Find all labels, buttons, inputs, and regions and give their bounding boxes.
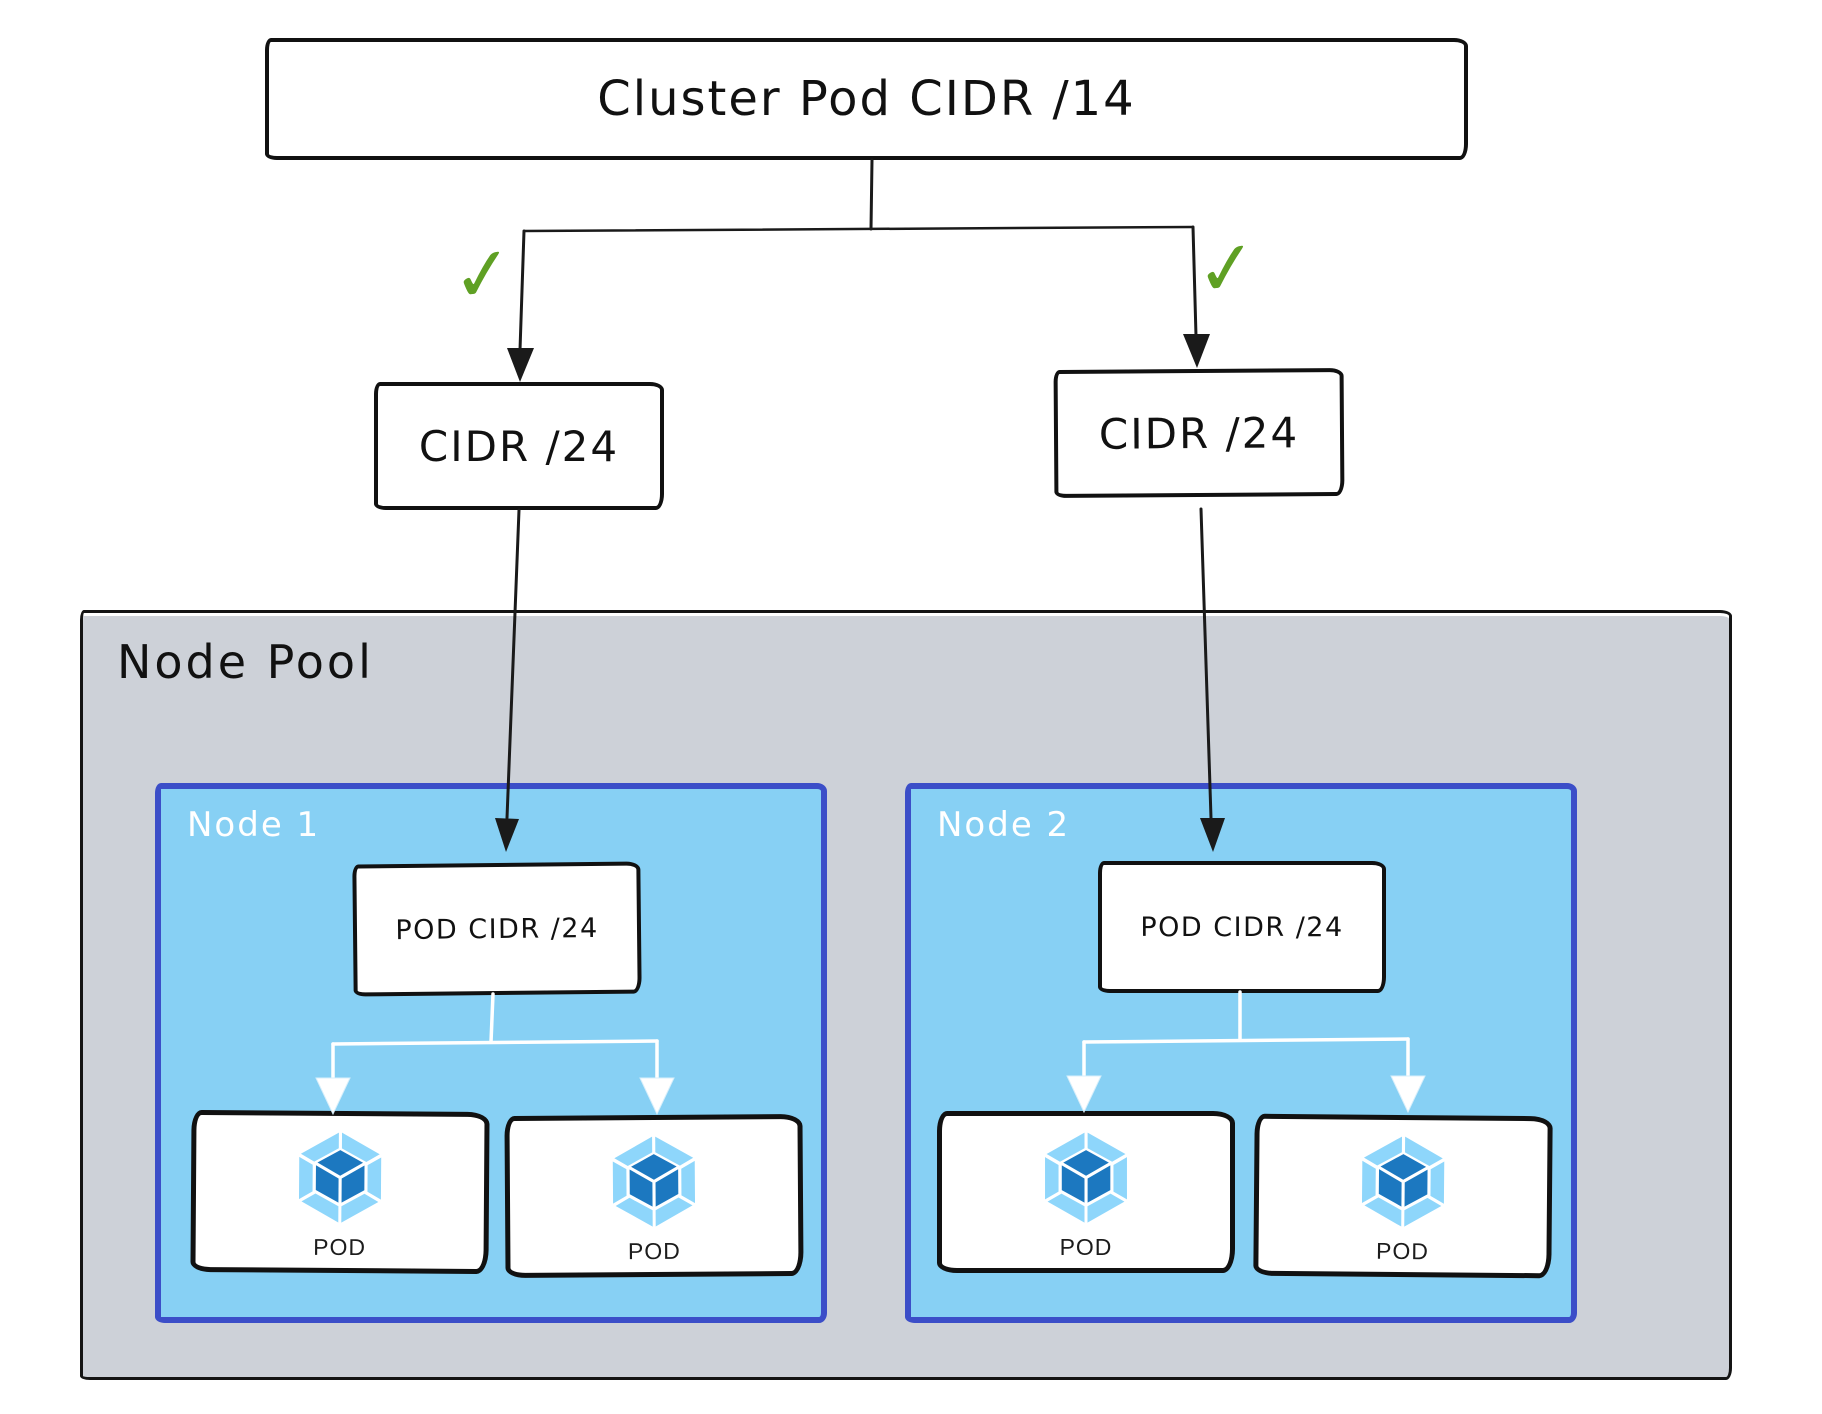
pod-label: POD <box>627 1237 681 1265</box>
node-2-label: Node 2 <box>937 805 1071 845</box>
node-pool-label: Node Pool <box>117 635 374 689</box>
pod-label: POD <box>1375 1237 1430 1265</box>
node-1-pod-2-box: POD <box>504 1113 804 1279</box>
checkmark-right-icon: ✓ <box>1191 222 1263 316</box>
node-1-container: Node 1 POD CIDR /24 POD POD <box>155 783 827 1323</box>
node-1-label: Node 1 <box>187 805 321 845</box>
node-1-pod-1-box: POD <box>190 1109 490 1275</box>
pod-label: POD <box>1059 1234 1113 1260</box>
cidr-24-left-box: CIDR /24 <box>374 382 664 510</box>
cidr-24-left-label: CIDR /24 <box>418 421 620 471</box>
cluster-pod-cidr-box: Cluster Pod CIDR /14 <box>265 38 1468 160</box>
checkmark-left-icon: ✓ <box>447 228 519 322</box>
webpack-cube-icon <box>612 1136 696 1227</box>
cidr-24-right-label: CIDR /24 <box>1098 407 1300 459</box>
cluster-pod-cidr-label: Cluster Pod CIDR /14 <box>597 71 1136 127</box>
cidr-24-right-box: CIDR /24 <box>1053 367 1345 499</box>
pod-label: POD <box>313 1233 367 1261</box>
node-2-container: Node 2 POD CIDR /24 POD POD <box>905 783 1577 1323</box>
node-pool-container: Node Pool Node 1 POD CIDR /24 POD POD <box>80 610 1732 1380</box>
node-1-pod-cidr-box: POD CIDR /24 <box>352 861 642 997</box>
node-2-pod-cidr-label: POD CIDR /24 <box>1140 911 1344 943</box>
node-2-pod-cidr-box: POD CIDR /24 <box>1098 861 1386 993</box>
webpack-cube-icon <box>298 1132 382 1223</box>
webpack-cube-icon <box>1045 1132 1127 1223</box>
webpack-cube-icon <box>1361 1136 1445 1227</box>
node-2-pod-1-box: POD <box>937 1111 1235 1273</box>
node-2-pod-2-box: POD <box>1253 1113 1553 1279</box>
node-1-pod-cidr-label: POD CIDR /24 <box>395 912 599 946</box>
